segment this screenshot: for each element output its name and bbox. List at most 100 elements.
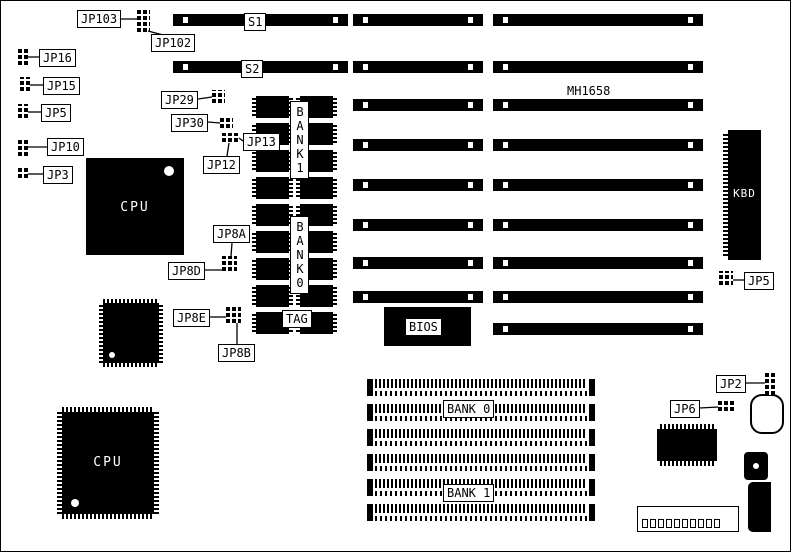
label-jp5-right: JP5 [744, 272, 774, 290]
label-jp29: JP29 [161, 91, 198, 109]
cpu-top-chip: CPU [86, 158, 184, 255]
jumper-jp5-left [18, 104, 28, 118]
jumper-jp10 [18, 138, 28, 156]
cache-bank1-label: BANK1 [290, 101, 309, 179]
isa-slot [353, 99, 483, 111]
jumper-jp16 [18, 49, 28, 65]
isa-slot [353, 257, 483, 269]
flash-chip [657, 424, 717, 466]
isa-slot [493, 14, 703, 26]
isa-slot [353, 139, 483, 151]
simm-bank1-label: BANK 1 [443, 484, 495, 502]
jumper-jp8a-jp8d [222, 256, 237, 271]
label-jp13: JP13 [243, 133, 280, 151]
label-s1: S1 [244, 13, 267, 31]
isa-slot [493, 99, 703, 111]
simm-socket [367, 429, 595, 446]
cache-bank0-label: BANK0 [290, 216, 309, 294]
isa-slot [493, 61, 703, 73]
isa-slot [493, 139, 703, 151]
flash-chip-body [657, 429, 717, 461]
label-jp103: JP103 [77, 10, 122, 28]
kbd-chip: KBD [723, 130, 761, 260]
label-jp8e: JP8E [173, 309, 210, 327]
jumper-jp30 [220, 118, 233, 128]
pin-fringe-bottom [660, 461, 714, 466]
header-pad [674, 519, 680, 528]
isa-slot [353, 219, 483, 231]
jumper-jp29 [212, 90, 225, 103]
header-pad [714, 519, 720, 528]
wire-jp29 [197, 96, 213, 100]
cpu-bottom-pin1-dot [71, 499, 79, 507]
pin-fringe-top [660, 424, 714, 429]
crystal-oscillator [750, 394, 784, 434]
isa-slot [493, 323, 703, 335]
jumper-jp3 [18, 166, 28, 178]
label-jp15: JP15 [43, 77, 80, 95]
pin-fringe-left [99, 303, 103, 363]
kbd-chip-body: KBD [728, 130, 761, 260]
wire-jp6 [699, 406, 719, 409]
label-jp8d: JP8D [168, 262, 205, 280]
jumper-jp15 [20, 77, 30, 91]
header-pad [690, 519, 696, 528]
cache-chip [296, 177, 337, 199]
header-pad [706, 519, 712, 528]
header-pad [658, 519, 664, 528]
kbd-label: KBD [733, 187, 756, 200]
label-jp12: JP12 [203, 156, 240, 174]
tag-label: TAG [282, 310, 312, 328]
isa-slot [353, 179, 483, 191]
isa-slot [493, 291, 703, 303]
label-jp10: JP10 [47, 138, 84, 156]
isa-slot [353, 61, 483, 73]
cpu-top-label: CPU [120, 200, 150, 215]
cpu-bottom-chip: CPU [57, 407, 159, 519]
qfp-pin1-dot [109, 352, 115, 358]
pin-fringe-bottom [103, 363, 159, 367]
label-jp16: JP16 [39, 49, 76, 67]
label-jp102: JP102 [151, 34, 196, 52]
wire-jp30 [207, 121, 221, 124]
header-pad [682, 519, 688, 528]
simm-socket [367, 454, 595, 471]
pin-fringe-top [62, 407, 154, 412]
jumper-jp8e-jp8b [226, 306, 241, 323]
header-pad [642, 519, 648, 528]
header-connector [637, 506, 739, 532]
simm-socket [367, 504, 595, 521]
isa-slot [353, 14, 483, 26]
board-model-text: MH1658 [567, 84, 611, 98]
jumper-jp13-jp12 [222, 133, 239, 142]
wire-jp12 [226, 142, 230, 157]
label-jp8a: JP8A [213, 225, 250, 243]
pin-fringe-left [57, 412, 62, 514]
label-s2: S2 [241, 60, 264, 78]
header-pad [698, 519, 704, 528]
jumper-jp2 [765, 373, 775, 395]
jumper-jp6 [718, 401, 734, 411]
isa-slot [493, 179, 703, 191]
qfp-chip [99, 299, 163, 367]
label-jp6: JP6 [670, 400, 700, 418]
pin-fringe-left [723, 134, 728, 256]
isa-slot [493, 257, 703, 269]
header-pad [666, 519, 672, 528]
jumper-jp5-right [719, 271, 733, 285]
buzzer-hole [753, 463, 759, 469]
label-jp3: JP3 [43, 166, 73, 184]
pin-fringe-top [103, 299, 159, 303]
wire-jp13 [238, 137, 244, 142]
bios-label: BIOS [405, 318, 442, 336]
pin-fringe-right [154, 412, 159, 514]
cache-chip [252, 177, 293, 199]
simm-bank0-label: BANK 0 [443, 400, 495, 418]
isa-slot [493, 219, 703, 231]
cache-chip [252, 285, 293, 307]
buzzer [744, 452, 768, 480]
cache-chip [252, 204, 293, 226]
pin-fringe-bottom [62, 514, 154, 519]
